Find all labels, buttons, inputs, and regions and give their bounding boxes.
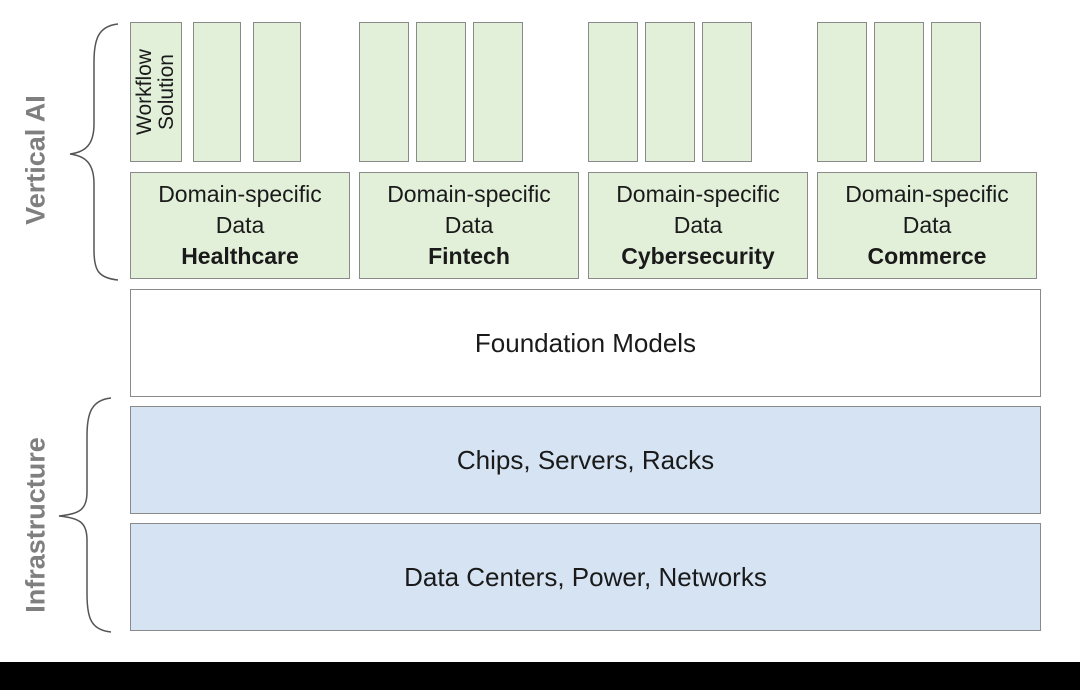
layer-label: Data Centers, Power, Networks xyxy=(404,561,767,592)
layer-label: Foundation Models xyxy=(474,327,697,358)
workflow-box xyxy=(817,22,867,162)
domain-data-line2: Data xyxy=(673,212,723,238)
workflow-box xyxy=(588,22,638,162)
domain-data-commerce: Domain-specific Data Commerce xyxy=(817,172,1037,279)
workflow-label-line-2: Solution xyxy=(155,54,178,130)
domain-name: Commerce xyxy=(867,243,987,269)
workflow-solution-box: Workflow Solution xyxy=(130,22,182,162)
layer-label: Chips, Servers, Racks xyxy=(456,444,715,475)
workflow-label-line-1: Workflow xyxy=(133,49,156,135)
domain-data-line1: Domain-specific xyxy=(845,181,1009,207)
workflow-solution-label: Workflow Solution xyxy=(133,49,178,135)
domain-data-line2: Data xyxy=(902,212,952,238)
domain-name: Healthcare xyxy=(181,243,299,269)
domain-name: Fintech xyxy=(428,243,510,269)
workflow-box xyxy=(645,22,695,162)
diagram-canvas: Vertical AI Infrastructure Workflow Solu… xyxy=(0,0,1080,662)
domain-name: Cybersecurity xyxy=(621,243,775,269)
domain-data-healthcare: Domain-specific Data Healthcare xyxy=(130,172,350,279)
workflow-box xyxy=(931,22,981,162)
workflow-box xyxy=(416,22,466,162)
domain-data-line1: Domain-specific xyxy=(616,181,780,207)
workflow-box xyxy=(193,22,241,162)
workflow-box xyxy=(702,22,752,162)
domain-data-cybersecurity: Domain-specific Data Cybersecurity xyxy=(588,172,808,279)
vertical-ai-label: Vertical AI xyxy=(20,95,51,225)
domain-data-fintech: Domain-specific Data Fintech xyxy=(359,172,579,279)
domain-data-line2: Data xyxy=(444,212,494,238)
data-centers-layer: Data Centers, Power, Networks xyxy=(130,523,1041,631)
workflow-box xyxy=(473,22,523,162)
foundation-models-layer: Foundation Models xyxy=(130,289,1041,397)
workflow-box xyxy=(359,22,409,162)
domain-data-line1: Domain-specific xyxy=(387,181,551,207)
infrastructure-label: Infrastructure xyxy=(20,437,51,613)
workflow-box xyxy=(253,22,301,162)
infrastructure-brace xyxy=(58,397,112,633)
domain-data-line2: Data xyxy=(215,212,265,238)
workflow-box xyxy=(874,22,924,162)
vertical-ai-brace xyxy=(69,23,119,281)
chips-servers-racks-layer: Chips, Servers, Racks xyxy=(130,406,1041,514)
domain-data-line1: Domain-specific xyxy=(158,181,322,207)
bottom-bar xyxy=(0,662,1080,690)
